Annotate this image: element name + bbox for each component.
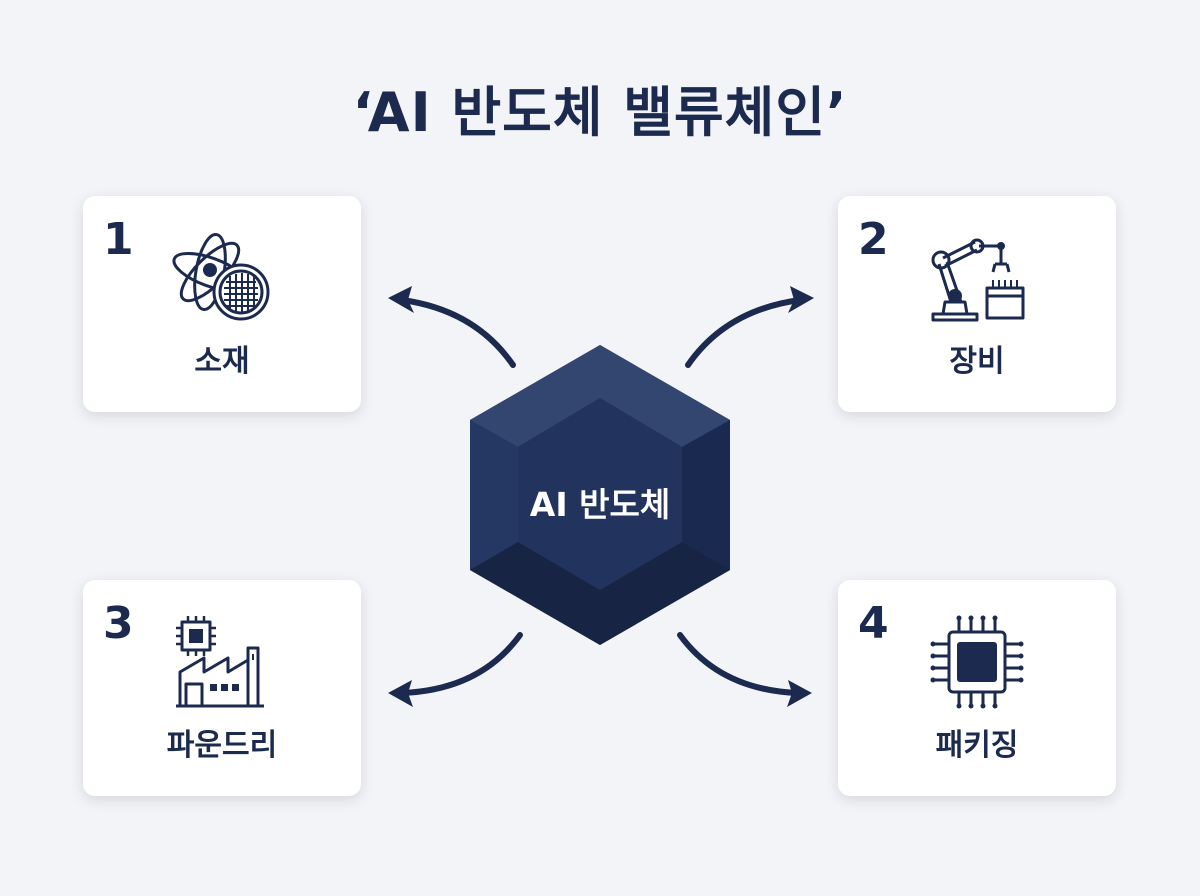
card-label: 파운드리: [166, 728, 278, 763]
robot-arm-icon: [931, 238, 1025, 322]
center-hexagon: [470, 345, 730, 645]
card-number: 3: [103, 598, 134, 649]
card-packaging: 4 패키징: [838, 580, 1116, 796]
center-label: AI 반도체: [529, 485, 671, 524]
card-number: 2: [858, 214, 889, 265]
arrow-to-foundry: [388, 632, 523, 707]
card-number: 1: [103, 214, 134, 265]
card-number: 4: [858, 598, 889, 649]
card-foundry: 3 파운드리: [83, 580, 361, 796]
diagram-title: ‘AI 반도체 밸류체인’: [352, 81, 848, 144]
card-label: 소재: [194, 344, 250, 379]
atom-wafer-icon: [172, 232, 270, 321]
card-equipment: 2 장비: [838, 196, 1116, 412]
arrow-to-materials: [388, 286, 516, 368]
arrow-to-equipment: [685, 286, 814, 368]
chip-package-icon: [930, 615, 1024, 709]
card-label: 패키징: [935, 728, 1019, 763]
card-materials: 1 소재: [83, 196, 361, 412]
arrow-to-packaging: [677, 632, 812, 707]
chip-factory-icon: [176, 616, 264, 708]
card-label: 장비: [949, 344, 1005, 379]
